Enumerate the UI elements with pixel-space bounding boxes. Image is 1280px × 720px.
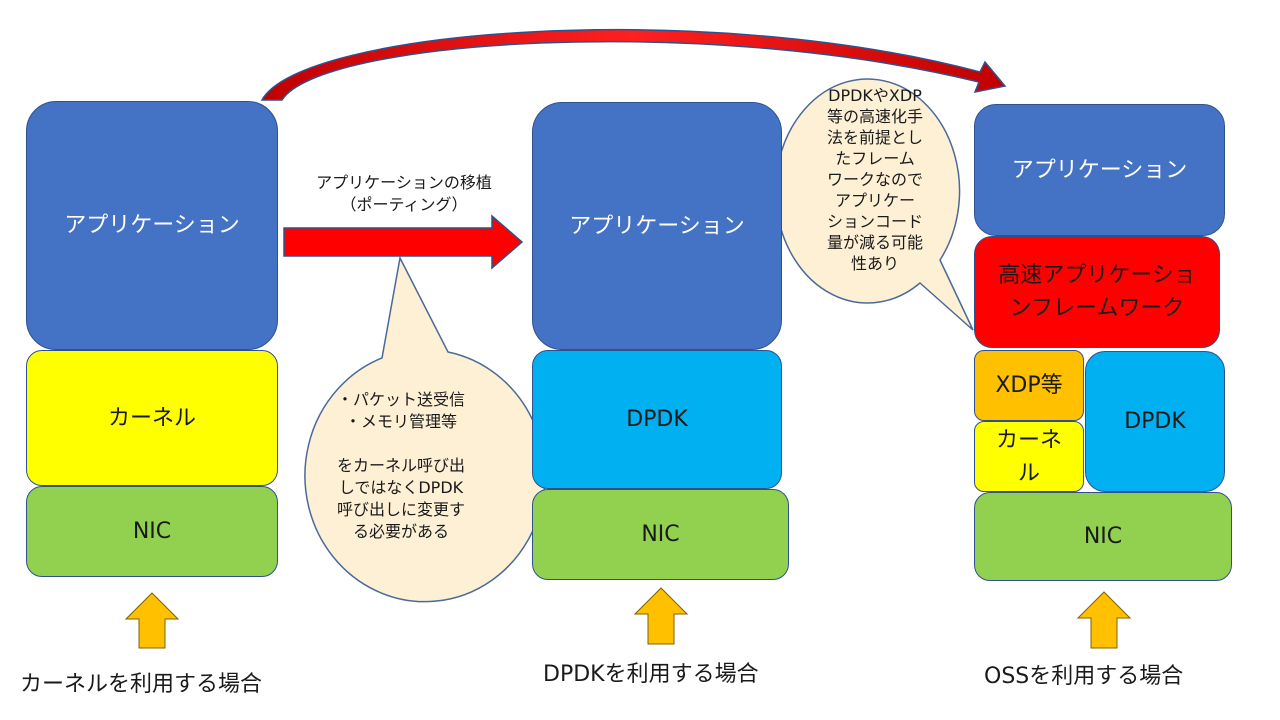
curved-arrow (260, 28, 1007, 101)
callout-framework-line: 法を前提とし (826, 128, 923, 147)
porting-arrow-label: アプリケーションの移植 （ポーティング） (284, 172, 524, 216)
kernel-col-kernel-label: カーネル (107, 405, 196, 431)
callout-porting-line: ・メモリ管理等 (344, 412, 457, 431)
callout-porting-line: る必要がある (352, 522, 449, 541)
dpdk-col-application-box: アプリケーション (532, 102, 782, 350)
oss-col-kernel-label-line: カーネ (995, 427, 1062, 453)
oss-col-caption: OSSを利用する場合 (984, 664, 1184, 689)
oss-col-kernel-box: カーネ ル (974, 421, 1084, 492)
up-arrow-dpdk (633, 587, 689, 645)
callout-framework-line: DPDKやXDP (828, 86, 922, 105)
up-arrow-kernel (124, 592, 180, 649)
callout-framework-line: ワークなので (826, 170, 923, 189)
kernel-col-caption: カーネルを利用する場合 (20, 672, 263, 697)
oss-col-dpdk-box: DPDK (1085, 351, 1225, 492)
oss-col-application-box: アプリケーション (974, 104, 1225, 236)
callout-porting-line: ・パケット送受信 (336, 390, 465, 409)
oss-col-xdp-box: XDP等 (974, 350, 1084, 421)
callout-framework-line: ションコード (826, 212, 923, 231)
oss-col-nic-box: NIC (974, 492, 1232, 581)
porting-arrow (283, 214, 524, 270)
callout-framework-line: たフレーム (835, 149, 915, 168)
oss-col-application-label: アプリケーション (1011, 157, 1188, 183)
kernel-col-nic-label: NIC (132, 519, 172, 544)
oss-col-framework-box: 高速アプリケーショ ンフレームワーク (974, 236, 1220, 348)
dpdk-col-caption: DPDKを利用する場合 (543, 662, 759, 687)
up-arrow-oss (1076, 591, 1132, 649)
callout-porting-line: 呼び出しに変更す (336, 500, 465, 519)
oss-col-dpdk-label: DPDK (1124, 409, 1186, 434)
oss-col-framework-label-line: ンフレームワーク (1009, 296, 1185, 321)
callout-framework-text: DPDKやXDP 等の高速化手 法を前提とし たフレーム ワークなので アプリケ… (788, 85, 962, 274)
callout-porting-line: しではなくDPDK (338, 478, 464, 497)
callout-framework-line: 等の高速化手 (826, 107, 923, 126)
kernel-col-application-box: アプリケーション (26, 101, 278, 350)
dpdk-col-dpdk-box: DPDK (532, 350, 782, 489)
oss-col-xdp-label: XDP等 (995, 373, 1063, 398)
dpdk-col-dpdk-label: DPDK (626, 407, 688, 432)
oss-col-nic-label: NIC (1083, 524, 1123, 549)
dpdk-col-nic-box: NIC (532, 489, 789, 580)
callout-porting-text: ・パケット送受信 ・メモリ管理等 をカーネル呼び出 しではなくDPDK 呼び出し… (286, 389, 516, 543)
callout-porting-bubble (304, 255, 546, 603)
oss-col-framework-label-line: 高速アプリケーショ (998, 263, 1196, 288)
kernel-col-kernel-box: カーネル (26, 350, 278, 486)
callout-framework-line: 性あり (850, 254, 899, 273)
porting-label-line: （ポーティング） (340, 195, 468, 214)
callout-framework-bubble (774, 78, 974, 331)
dpdk-col-nic-label: NIC (641, 522, 680, 547)
kernel-col-nic-box: NIC (26, 486, 278, 577)
dpdk-col-application-label: アプリケーション (569, 213, 745, 239)
callout-framework-line: 量が減る可能 (826, 233, 923, 252)
kernel-col-application-label: アプリケーション (64, 213, 240, 238)
callout-framework-line: アプリケー (834, 191, 915, 210)
oss-col-kernel-label-line: ル (1017, 460, 1040, 486)
callout-porting-line: をカーネル呼び出 (336, 456, 465, 475)
porting-label-line: アプリケーションの移植 (316, 173, 492, 192)
